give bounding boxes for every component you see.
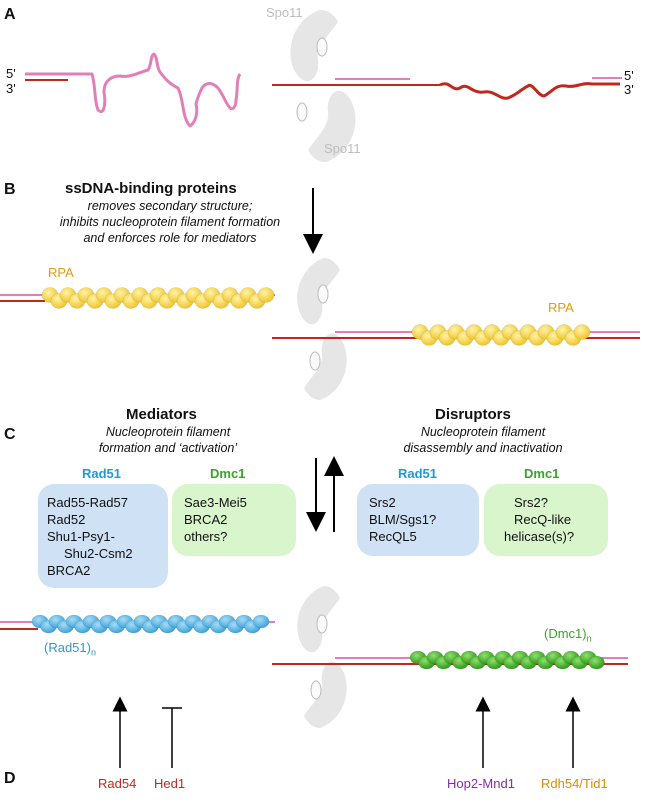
mediators-rad51-item: Shu2-Csm2 <box>64 546 133 561</box>
mediators-line2: formation and ‘activation’ <box>98 441 238 455</box>
rad51-filament-subscript: n <box>90 647 96 658</box>
disruptors-rad51-box: Srs2 BLM/Sgs1? RecQL5 <box>357 484 479 556</box>
rpa-protein <box>573 324 591 340</box>
regulator-rad54: Rad54 <box>98 776 137 791</box>
label-3prime-left: 3' <box>6 81 16 96</box>
disruptors-line2: disassembly and inactivation <box>403 441 563 455</box>
mediators-line1: Nucleoprotein filament <box>105 425 231 439</box>
ssdna-binding-line3: and enforces role for mediators <box>83 231 257 245</box>
mediators-rad51-item: Shu1-Psy1- <box>47 529 115 544</box>
label-3prime-right: 3' <box>624 82 634 97</box>
disruptors-dmc1-item: Srs2? <box>514 495 548 510</box>
disruptors-line1: Nucleoprotein filament <box>420 425 546 439</box>
rpa-label-right: RPA <box>548 300 574 315</box>
panel-a-left-ssdna <box>25 52 242 128</box>
mediators-dmc1-item: others? <box>184 529 228 544</box>
dmc1-filament-proteins <box>409 650 605 670</box>
dmc1-filament-subscript: n <box>586 633 592 644</box>
spo11-complex-b <box>297 258 347 400</box>
rpa-right-proteins <box>411 324 591 346</box>
disruptors-rad51-item: RecQL5 <box>369 529 417 544</box>
disruptors-rad51-item: BLM/Sgs1? <box>369 512 437 527</box>
panel-a-right-dsdna <box>272 77 622 100</box>
rpa-label-left: RPA <box>48 265 74 280</box>
mediators-title: Mediators <box>126 406 197 423</box>
label-5prime-right: 5' <box>624 68 634 83</box>
label-5prime-left: 5' <box>6 66 16 81</box>
panel-label-d: D <box>4 770 16 787</box>
panel-label-b: B <box>4 181 16 198</box>
disruptors-dmc1-item: helicase(s)? <box>504 529 575 544</box>
ssdna-binding-line1: removes secondary structure; <box>87 199 253 213</box>
inhibition-hed1 <box>162 707 182 768</box>
dmc1-filament-label: (Dmc1)n <box>544 626 592 644</box>
rad51-filament-label-text: (Rad51) <box>44 640 91 655</box>
regulator-rdh54-tid1: Rdh54/Tid1 <box>541 776 608 791</box>
spo11-complex-c <box>297 586 347 728</box>
disruptors-dmc1-box: Srs2? RecQ-like helicase(s)? <box>484 484 608 556</box>
panel-label-c: C <box>4 426 16 443</box>
rad51-filament-proteins <box>31 614 270 634</box>
mediators-rad51-box: Rad55-Rad57 Rad52 Shu1-Psy1- Shu2-Csm2 B… <box>38 484 168 588</box>
panel-label-a: A <box>4 6 16 23</box>
mediators-dmc1-header: Dmc1 <box>210 466 246 481</box>
regulator-hed1: Hed1 <box>154 776 186 791</box>
disruptors-title: Disruptors <box>435 406 511 423</box>
disruptors-rad51-header: Rad51 <box>398 466 438 481</box>
rpa-protein <box>257 287 275 303</box>
ssdna-binding-line2: inhibits nucleoprotein filament formatio… <box>59 215 281 229</box>
spo11-complex-a <box>290 10 356 162</box>
mediators-rad51-header: Rad51 <box>82 466 122 481</box>
disruptors-dmc1-header: Dmc1 <box>524 466 560 481</box>
mediators-rad51-item: Rad52 <box>47 512 86 527</box>
rad51-filament-label: (Rad51)n <box>44 640 96 658</box>
rpa-left-proteins <box>41 287 275 309</box>
dmc1-protein <box>588 655 605 670</box>
spo11-label-top: Spo11 <box>266 5 303 20</box>
rad51-protein <box>252 614 270 629</box>
mediators-dmc1-box: Sae3-Mei5 BRCA2 others? <box>172 484 296 556</box>
regulator-hop2-mnd1: Hop2-Mnd1 <box>447 776 515 791</box>
disruptors-dmc1-item: RecQ-like <box>514 512 572 527</box>
mediators-rad51-item: BRCA2 <box>47 563 91 578</box>
mediators-rad51-item: Rad55-Rad57 <box>47 495 128 510</box>
mediators-dmc1-item: BRCA2 <box>184 512 228 527</box>
spo11-label-bottom: Spo11 <box>324 141 361 156</box>
ssdna-binding-title: ssDNA-binding proteins <box>65 180 237 197</box>
mediators-dmc1-item: Sae3-Mei5 <box>184 495 247 510</box>
disruptors-rad51-item: Srs2 <box>369 495 396 510</box>
dmc1-filament-label-text: (Dmc1) <box>544 626 587 641</box>
